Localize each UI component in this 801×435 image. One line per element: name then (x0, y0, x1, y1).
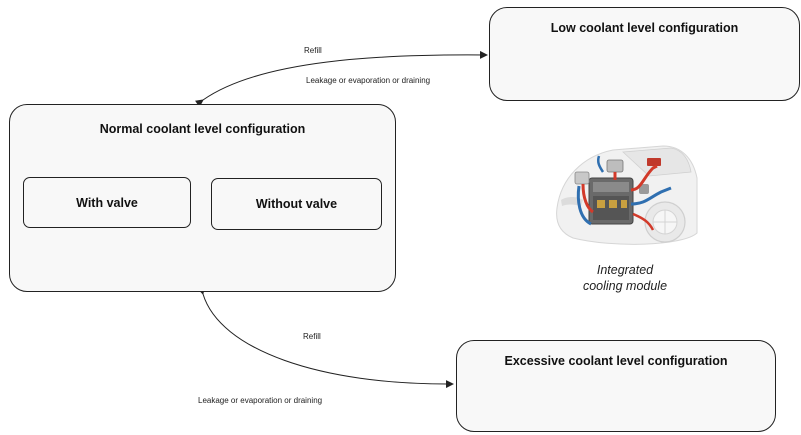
cooling-module-image (556, 145, 698, 245)
arrow-normal-low (194, 50, 488, 108)
without-valve-box: Without valve (211, 178, 382, 230)
leak-label-bottom: Leakage or evaporation or draining (198, 396, 323, 405)
low-coolant-box: Low coolant level configuration (489, 7, 800, 101)
leak-label-top: Leakage or evaporation or draining (306, 76, 431, 85)
low-coolant-title: Low coolant level configuration (550, 21, 739, 35)
normal-coolant-title: Normal coolant level configuration (99, 122, 306, 136)
refill-label-top: Refill (304, 46, 322, 55)
normal-coolant-box: Normal coolant level configuration With … (9, 104, 396, 292)
excessive-coolant-title: Excessive coolant level configuration (504, 354, 728, 368)
with-valve-box: With valve (23, 177, 191, 228)
refill-label-bottom: Refill (303, 332, 321, 341)
caption-line-2: cooling module (582, 279, 668, 293)
caption-line-1: Integrated (596, 263, 654, 277)
cooling-module-caption: Integrated cooling module (560, 262, 690, 294)
excessive-coolant-box: Excessive coolant level configuration (456, 340, 776, 432)
arrow-normal-excess (197, 286, 454, 389)
